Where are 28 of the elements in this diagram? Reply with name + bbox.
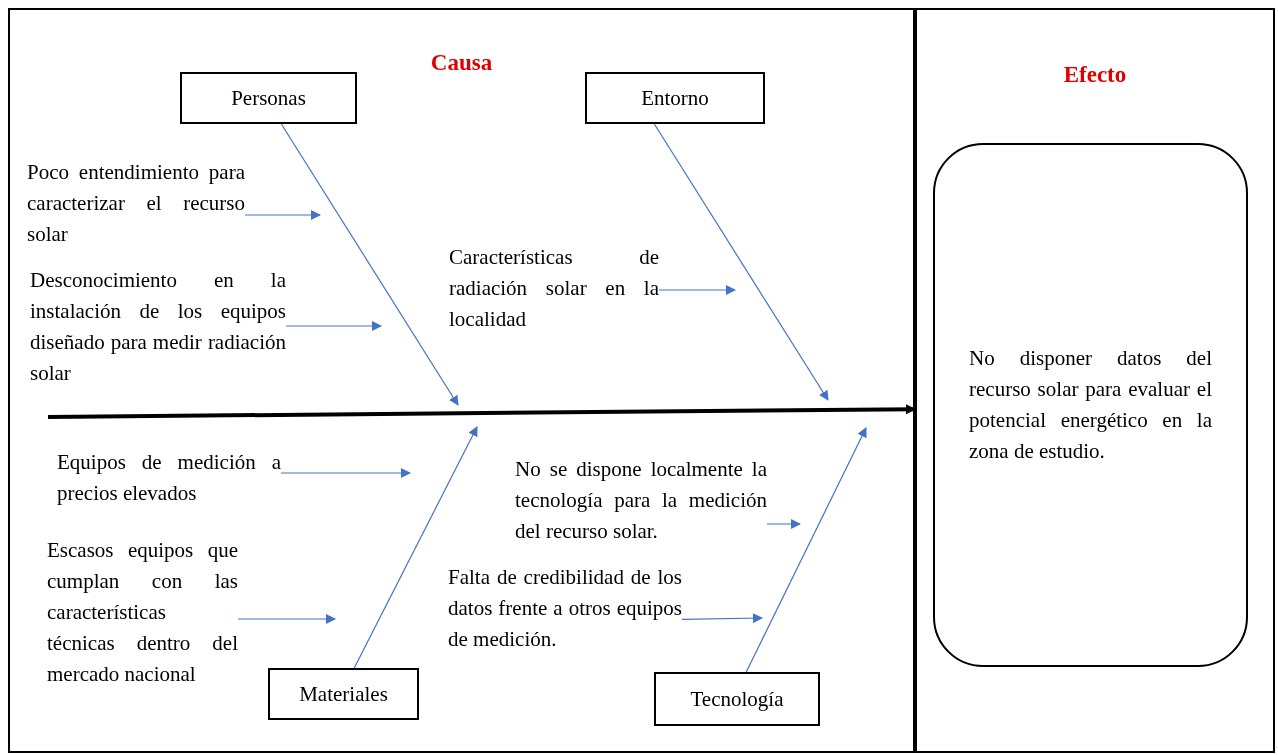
panel-heading: Causa (429, 49, 494, 77)
category-box: Personas (180, 72, 357, 124)
panel-heading: Efecto (1062, 61, 1128, 89)
cause-text: No se dispone localmente la tecnología para la medición del recurso solar. (515, 454, 767, 547)
cause-text: Falta de credibilidad de los datos frente a otros equipos de medición. (448, 562, 682, 655)
category-box: Entorno (585, 72, 765, 124)
arrow (237, 614, 336, 624)
cause-text: Poco entendimiento para caracterizar el recurso solar (27, 157, 245, 250)
cause-text: Desconocimiento en la instalación de los equipos diseñado para medir radiación solar (30, 265, 286, 389)
arrow (244, 210, 321, 220)
arrow (681, 613, 763, 624)
arrow (658, 285, 736, 295)
arrow (745, 427, 867, 673)
category-box: Tecnología (654, 672, 820, 726)
diagram-panel (8, 8, 915, 753)
cause-text: Equipos de medición a precios elevados (57, 447, 281, 509)
arrow (280, 468, 411, 478)
cause-text: Escasos equipos que cumplan con las características técnicas dentro del mercado nacional (47, 535, 238, 690)
arrow (280, 123, 459, 406)
arrow (285, 321, 382, 331)
cause-text: Características de radiación solar en la localidad (449, 242, 659, 335)
arrow (766, 519, 801, 529)
effect-box: No disponer datos del recurso solar para evaluar el potencial energético en la zona de estudio. (933, 143, 1248, 667)
spine-arrow (48, 404, 916, 419)
arrow (353, 426, 478, 669)
arrow (653, 123, 829, 401)
category-box: Materiales (268, 668, 419, 720)
diagram-panel (915, 8, 1275, 753)
